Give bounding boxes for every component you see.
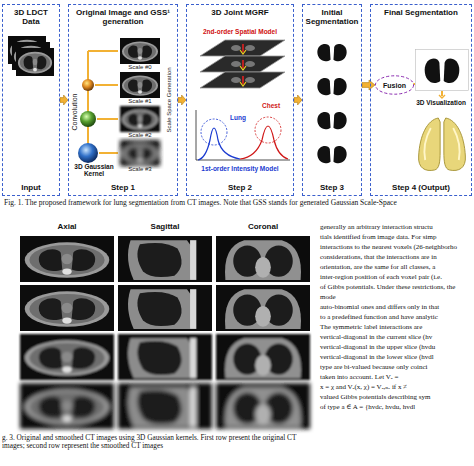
figure-caption: Fig. 1. The proposed framework for lung … [4, 199, 470, 207]
body-text-line: The symmetric label interactions are [320, 322, 472, 332]
step-heading: 3D Joint MGRF [189, 8, 291, 17]
body-text-line: interactions to the nearest voxels (26-n… [320, 242, 472, 252]
vertical-label: Convolution [71, 94, 79, 131]
body-text-line: of type a ∈ A = {hvdc, hvdu, hvdl [320, 402, 472, 412]
flow-arrow [294, 95, 302, 105]
step-label: Step 4 (Output) [373, 183, 469, 192]
step-panel: 3D LDCT DataInput [2, 4, 60, 196]
body-text-line: considerations, that the interactions ar… [320, 252, 472, 262]
body-text-line: taken into account. Let Vₐ = [320, 372, 472, 382]
figure-label: Axial [20, 223, 114, 232]
figure-label: Scale #3 [120, 166, 160, 173]
figure-label: Scale #2 [120, 132, 160, 139]
ct-grid [20, 236, 310, 429]
figure-label: 1st-order Intensity Model [188, 165, 292, 172]
body-text-line: vertical-diagonal in the lower slice (hv… [320, 352, 472, 362]
body-text-line: type are bi-valued because only coinci [320, 362, 472, 372]
figure-label: Scale #0 [120, 64, 160, 71]
body-text-line: of Gibbs potentials. Under these restric… [320, 282, 472, 302]
flow-arrow [60, 95, 68, 105]
vertical-label: Scale Space Generation [166, 67, 173, 132]
step-heading: 3D LDCT Data [5, 8, 57, 26]
final-mask [411, 50, 469, 171]
figure-label: Chest [262, 102, 280, 109]
figure-label: g. 3. Original and smoothed CT images us… [2, 434, 316, 450]
figure-label: Coronal [216, 223, 310, 232]
step-label: Input [5, 183, 57, 192]
figure-label: Lung [230, 114, 246, 121]
step-label: Step 3 [305, 183, 359, 192]
step-heading: Initial Segmentation [305, 8, 359, 26]
kernel-wiring [88, 51, 118, 153]
body-text-line: vertical-diagonal in the upper slice (hv… [320, 342, 472, 352]
intensity-chart [196, 110, 290, 160]
body-text-line: orientation, are the same for all classe… [320, 262, 472, 272]
step-heading: Final Segmentation [373, 8, 469, 17]
body-text-line: to a predefined function and have analyt… [320, 312, 472, 322]
step-panel: Initial SegmentationStep 3 [302, 4, 362, 196]
figure-label: 3D Gaussian Kernel [70, 163, 118, 178]
step-label: Step 2 [189, 183, 291, 192]
body-text-line: vertical-diagonal in the current slice (… [320, 332, 472, 342]
ct-stack [8, 36, 54, 76]
body-text-line: inter-region position of each voxel pair… [320, 272, 472, 282]
body-text-line: auto-binomial ones and differs only in t… [320, 302, 472, 312]
body-text-line: x = χ and Vₐ(x, χ) = Vₐ,ₙₑ if x ≠ [320, 382, 472, 392]
figure-label: Scale #1 [120, 98, 160, 105]
body-text-line: generally an arbitrary interaction struc… [320, 222, 472, 232]
flow-arrow [362, 80, 375, 90]
lung-mask [310, 38, 354, 168]
gaussian-kernel [78, 79, 98, 163]
text-column: generally an arbitrary interaction struc… [320, 222, 472, 412]
fusion-oval: Fusion [375, 75, 414, 95]
figure-label: 2nd-order Spatial Model [188, 28, 292, 35]
body-text-line: valued Gibbs potentials describing sym [320, 392, 472, 402]
scale-image [120, 38, 160, 166]
flow-arrow [178, 95, 186, 105]
body-text-line: tials identified from image data. For si… [320, 232, 472, 242]
step-heading: Original Image and GSS¹ generation [71, 8, 175, 26]
mgrf-stack [200, 40, 285, 88]
step-label: Step 1 [71, 183, 175, 192]
figure-label: 3D Visualization [410, 99, 472, 106]
fusion-label: Fusion [383, 82, 406, 89]
figure-label: Sagittal [118, 223, 212, 232]
